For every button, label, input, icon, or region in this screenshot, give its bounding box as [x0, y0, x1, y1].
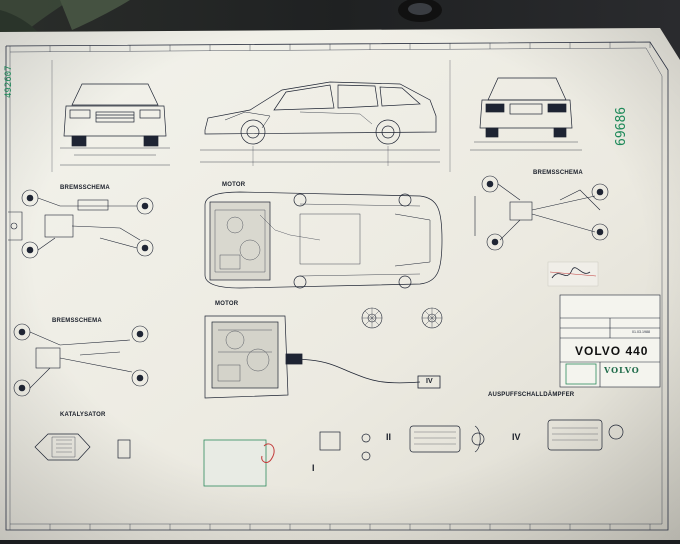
- dark-object-highlight: [408, 3, 432, 15]
- paper-shade: [0, 28, 680, 540]
- car-side-view: [200, 81, 440, 166]
- drawing-frame: [5, 41, 669, 531]
- exhaust-pipe: [285, 353, 441, 389]
- roman-two: II: [386, 432, 392, 442]
- titleblock-date: 01.03.1988: [632, 330, 650, 334]
- section-brake-top-left: BREMSSCHEMA: [60, 185, 110, 191]
- serial-right: 69686: [614, 106, 629, 146]
- section-catalyst: KATALYSATOR: [60, 412, 106, 418]
- motor-b-view: [204, 315, 289, 399]
- section-motor-a: MOTOR: [222, 182, 246, 188]
- approval-stamp: [203, 439, 267, 487]
- motor-a-topview: [204, 191, 443, 289]
- section-muffler: AUSPUFFSCHALLDÄMPFER: [488, 392, 575, 398]
- plant-leaves: [0, 0, 130, 34]
- roman-one: I: [312, 463, 315, 473]
- brake-schema-top-left: [8, 189, 154, 259]
- catalyst-drawing: [34, 433, 131, 461]
- roman-four: IV: [512, 432, 521, 442]
- red-signature: [261, 443, 275, 463]
- titleblock-brand: VOLVO: [604, 365, 640, 375]
- green-stamp-titleblock: [565, 363, 597, 385]
- serial-left: 492607: [4, 65, 14, 98]
- signature-red-line: [549, 271, 597, 277]
- brake-schema-top-right: [474, 175, 609, 251]
- title-block: [559, 294, 661, 388]
- section-brake-bottom-left: BREMSSCHEMA: [52, 318, 102, 324]
- signature: [551, 267, 591, 279]
- section-motor-b: MOTOR: [215, 301, 239, 307]
- car-front-view: [60, 83, 170, 166]
- car-rear-view: [470, 77, 582, 151]
- frame-ticks: [9, 42, 651, 530]
- blueprint-title: VOLVO 440: [575, 344, 649, 358]
- brake-schema-bottom-left: [13, 323, 149, 397]
- section-brake-top-right: BREMSSCHEMA: [533, 170, 583, 176]
- roman-four-exhaust: IV: [426, 378, 433, 385]
- muffler-drawings: [319, 419, 624, 461]
- wheel-diagrams: [361, 307, 443, 329]
